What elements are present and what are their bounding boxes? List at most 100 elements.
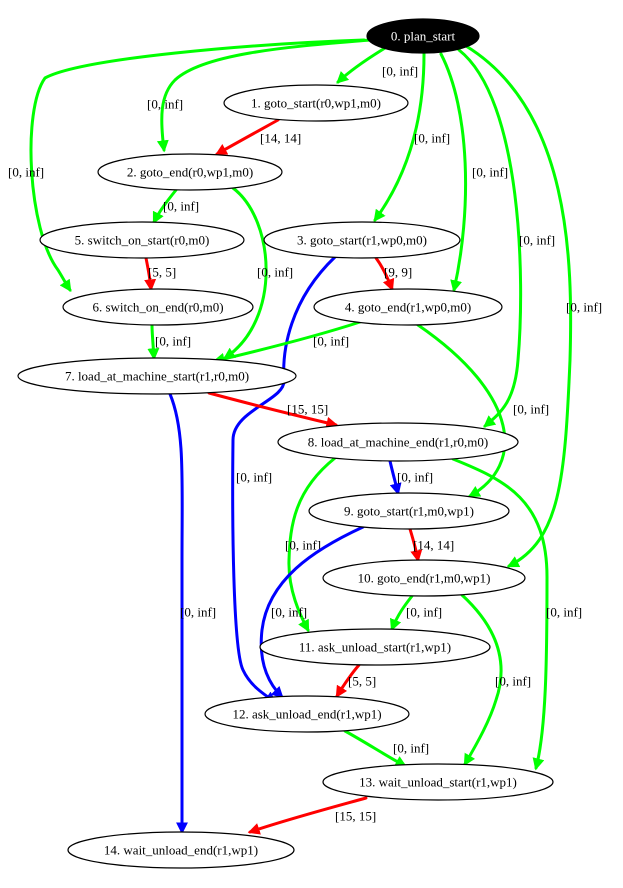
edge-6-7: [0, inf]: [147, 323, 191, 361]
edge-label-0-10: [0, inf]: [566, 300, 602, 315]
edge-label-2-7: [0, inf]: [257, 265, 293, 280]
node-ellipse-14: [67, 831, 295, 869]
node-8: 8. load_at_machine_end(r1,r0,m0): [277, 422, 519, 462]
node-ellipse-2: [97, 153, 283, 191]
edge-line-0-2: [156, 38, 372, 153]
node-label-1: 1. goto_start(r0,wp1,m0): [251, 96, 381, 111]
edge-line-8-11: [287, 456, 337, 633]
edge-line-0-4: [439, 52, 468, 293]
node-13: 13. wait_unload_start(r1,wp1): [322, 763, 554, 801]
edge-4-9: [0, inf]: [416, 323, 549, 498]
edge-line-10-11: [389, 594, 414, 632]
node-ellipse-9: [308, 492, 510, 530]
node-label-7: 7. load_at_machine_start(r1,r0,m0): [65, 369, 249, 384]
edge-label-12-13: [0, inf]: [393, 741, 429, 756]
node-label-2: 2. goto_end(r0,wp1,m0): [127, 165, 253, 180]
node-ellipse-1: [223, 84, 409, 122]
edge-label-8-11: [0, inf]: [285, 538, 321, 553]
edge-8-9: [0, inf]: [388, 459, 433, 496]
node-ellipse-7: [17, 357, 297, 395]
edge-line-10-13: [460, 593, 503, 767]
edge-0-8: [0, inf]: [457, 48, 555, 428]
edge-line-3-12: [231, 255, 337, 704]
node-10: 10. goto_end(r1,m0,wp1): [322, 559, 526, 597]
edge-label-8-13: [0, inf]: [546, 605, 582, 620]
edge-label-1-2: [14, 14]: [260, 131, 301, 146]
edge-label-10-13: [0, inf]: [495, 674, 531, 689]
node-6: 6. switch_on_end(r0,m0): [62, 288, 254, 326]
node-ellipse-11: [259, 628, 491, 666]
edge-label-10-11: [0, inf]: [406, 605, 442, 620]
edge-line-0-8: [457, 48, 523, 428]
node-7: 7. load_at_machine_start(r1,r0,m0): [17, 357, 297, 395]
node-label-3: 3. goto_start(r1,wp0,m0): [297, 233, 427, 248]
edge-label-5-6: [5, 5]: [148, 265, 176, 280]
edge-0-4: [0, inf]: [439, 52, 508, 293]
node-label-13: 13. wait_unload_start(r1,wp1): [359, 775, 517, 790]
edge-4-7: [0, inf]: [212, 320, 362, 365]
edge-line-4-7: [212, 320, 362, 365]
node-ellipse-8: [277, 422, 519, 462]
edge-label-0-6: [0, inf]: [8, 165, 44, 180]
edge-0-3: [0, inf]: [373, 52, 450, 222]
edge-7-14: [0, inf]: [168, 392, 216, 835]
edge-9-10: [14, 14]: [408, 527, 454, 563]
node-12: 12. ask_unload_end(r1,wp1): [204, 695, 410, 733]
node-ellipse-5: [39, 221, 245, 259]
nodes-layer: 0. plan_start 1. goto_start(r0,wp1,m0) 2. …: [17, 18, 554, 869]
node-11: 11. ask_unload_start(r1,wp1): [259, 628, 491, 666]
node-label-8: 8. load_at_machine_end(r1,r0,m0): [308, 435, 489, 450]
node-4: 4. goto_end(r1,wp0,m0): [313, 288, 503, 326]
edge-label-7-14: [0, inf]: [180, 605, 216, 620]
edge-0-2: [0, inf]: [147, 38, 372, 153]
edge-label-0-8: [0, inf]: [519, 233, 555, 248]
edge-13-14: [15, 15]: [247, 796, 376, 835]
node-label-12: 12. ask_unload_end(r1,wp1): [232, 707, 381, 722]
node-0: 0. plan_start: [366, 18, 480, 54]
edges-layer: [0, inf][0, inf][0, inf][0, inf][0, inf]…: [8, 38, 602, 835]
edge-line-8-9: [388, 459, 402, 496]
edge-10-11: [0, inf]: [389, 594, 442, 632]
edge-line-5-6: [144, 256, 157, 292]
edge-label-13-14: [15, 15]: [335, 809, 376, 824]
edge-label-3-4: [9, 9]: [384, 265, 412, 280]
edge-label-0-1: [0, inf]: [382, 64, 418, 79]
node-1: 1. goto_start(r0,wp1,m0): [223, 84, 409, 122]
node-label-0: 0. plan_start: [391, 29, 456, 44]
edge-line-12-13: [343, 729, 408, 768]
node-label-6: 6. switch_on_end(r0,m0): [92, 300, 223, 315]
edge-label-0-4: [0, inf]: [472, 165, 508, 180]
node-14: 14. wait_unload_end(r1,wp1): [67, 831, 295, 869]
edge-line-1-2: [214, 118, 280, 156]
edge-line-6-7: [147, 323, 160, 361]
edge-line-11-12: [335, 663, 361, 699]
edge-line-13-14: [247, 796, 368, 835]
node-ellipse-0: [366, 18, 480, 54]
edge-label-2-5: [0, inf]: [163, 199, 199, 214]
edge-line-9-10: [408, 527, 423, 563]
edge-label-0-2: [0, inf]: [147, 97, 183, 112]
edge-line-7-8: [207, 391, 339, 429]
edge-label-4-7: [0, inf]: [313, 334, 349, 349]
node-9: 9. goto_start(r1,m0,wp1): [308, 492, 510, 530]
node-label-11: 11. ask_unload_start(r1,wp1): [299, 640, 451, 655]
node-label-9: 9. goto_start(r1,m0,wp1): [344, 504, 474, 519]
edge-label-11-12: [5, 5]: [348, 674, 376, 689]
edge-8-13: [0, inf]: [451, 457, 582, 771]
edge-9-12: [0, inf]: [259, 525, 365, 699]
edge-label-9-12: [0, inf]: [271, 605, 307, 620]
edge-12-13: [0, inf]: [343, 729, 429, 768]
edge-line-0-3: [373, 52, 426, 222]
edge-label-9-10: [14, 14]: [413, 538, 454, 553]
edge-line-2-5: [152, 188, 178, 225]
node-label-10: 10. goto_end(r1,m0,wp1): [358, 571, 491, 586]
edge-line-0-10: [464, 44, 573, 568]
edge-label-8-9: [0, inf]: [397, 470, 433, 485]
edge-0-6: [0, inf]: [8, 38, 366, 292]
node-label-14: 14. wait_unload_end(r1,wp1): [104, 843, 258, 858]
edge-5-6: [5, 5]: [144, 256, 176, 292]
node-ellipse-10: [322, 559, 526, 597]
edge-7-8: [15, 15]: [207, 391, 339, 429]
edge-line-3-4: [374, 256, 395, 292]
